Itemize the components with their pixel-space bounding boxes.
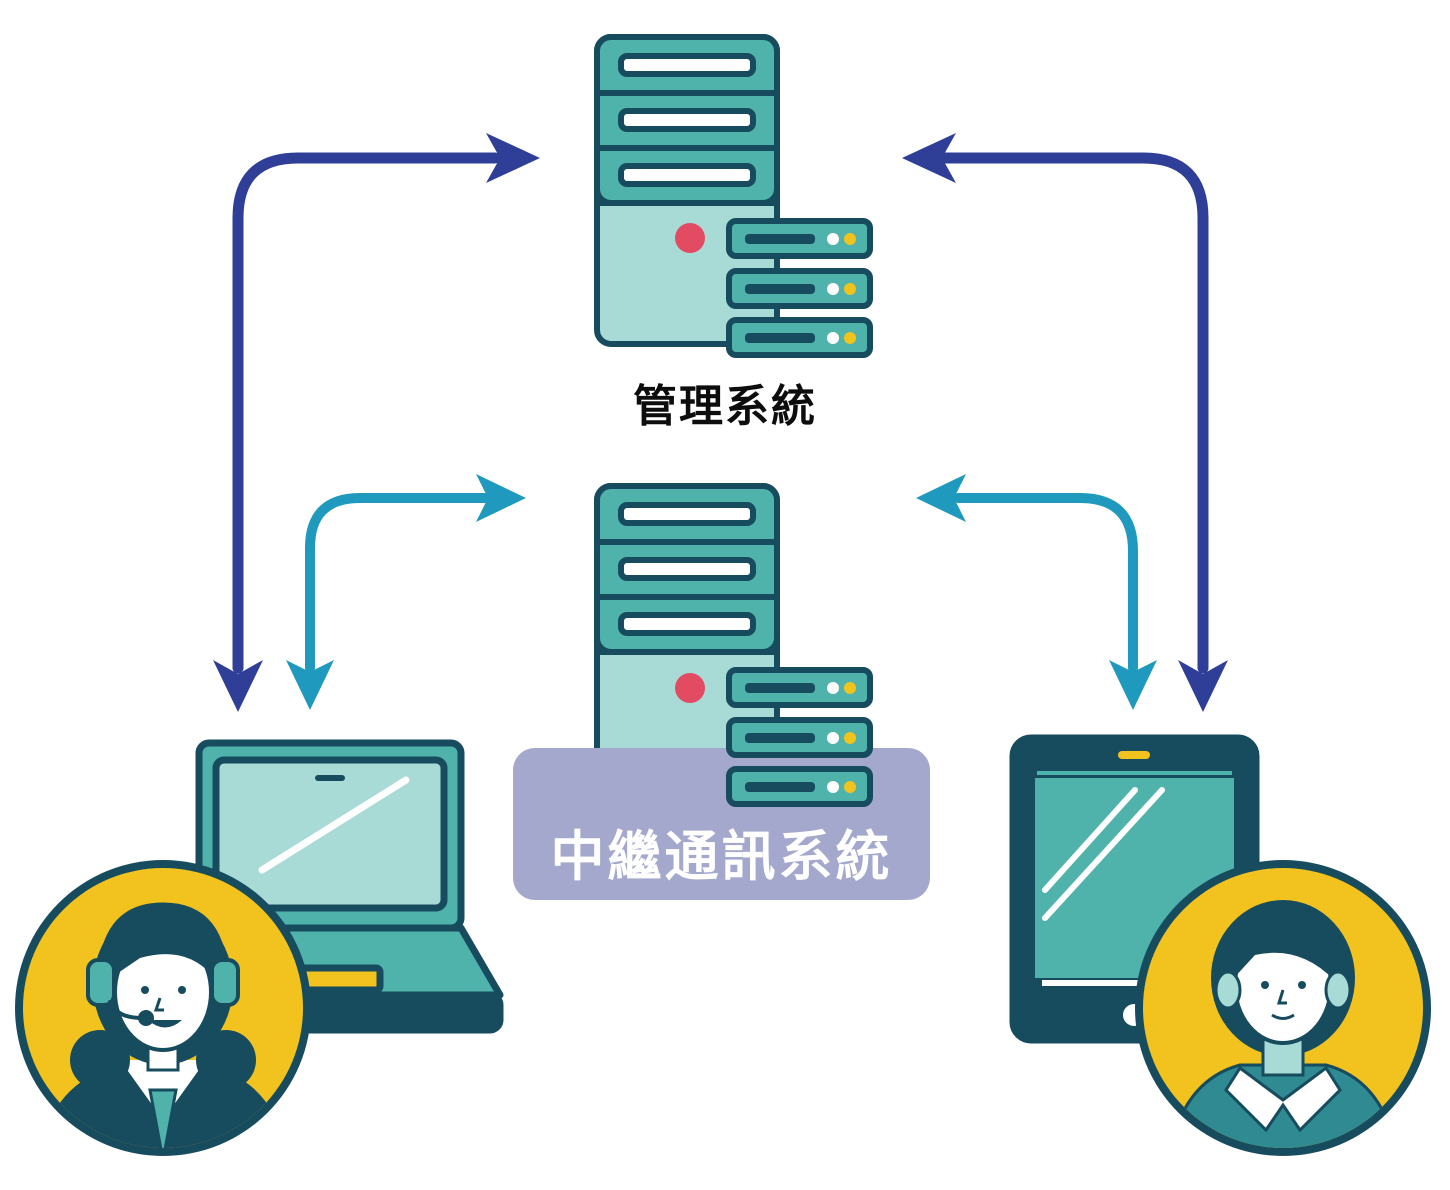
inner-arrow-right-head-top: [916, 474, 966, 522]
inner-arrow-left-head-top: [476, 474, 526, 522]
outer-arrow-left-head-bottom: [213, 660, 263, 712]
relay-system-label: 中繼通訊系統: [550, 825, 893, 888]
outer-arrow-right: [939, 152, 1209, 674]
inner-arrow-left-head-bottom: [286, 660, 334, 710]
relay-mini-rack-icon: [726, 667, 873, 807]
outer-arrow-right-head-bottom: [1178, 660, 1228, 712]
user-avatar: [1135, 860, 1431, 1156]
management-system-label: 管理系統: [633, 381, 817, 432]
inner-arrow-right-head-bottom: [1109, 660, 1157, 710]
inner-arrow-left: [305, 493, 490, 673]
outer-arrow-left-head-top: [486, 133, 540, 183]
inner-arrow-right: [953, 493, 1138, 673]
management-server-icon: [594, 34, 873, 358]
operator-avatar: [15, 860, 311, 1156]
outer-arrow-right-head-top: [902, 133, 956, 183]
outer-arrow-left: [232, 152, 501, 674]
laptop-icon: [141, 739, 504, 1034]
relay-server-icon: [594, 483, 780, 796]
